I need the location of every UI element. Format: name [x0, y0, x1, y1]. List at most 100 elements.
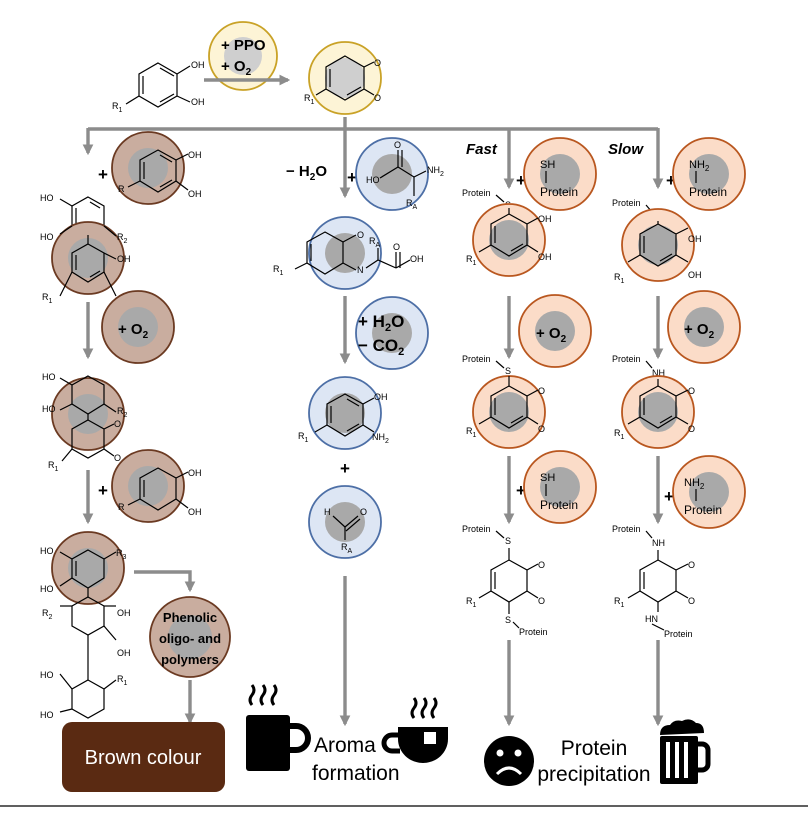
atom-ra: RA: [341, 542, 353, 555]
atom-o: O: [688, 386, 695, 396]
atom-ho: HO: [40, 670, 54, 680]
amine-catechol-molecule: Protein NH OH OH R1: [612, 198, 702, 285]
bis-amine-quinone-molecule: Protein NH O O R1 HN Protein: [612, 524, 695, 639]
atom-nh: NH: [652, 538, 665, 548]
atom-r: R: [118, 502, 125, 512]
atom-ho: HO: [40, 193, 54, 203]
atom-oh: OH: [688, 234, 702, 244]
atom-h: H: [324, 507, 331, 517]
atom-o: O: [374, 93, 381, 103]
phenolic-label: polymers: [161, 652, 219, 667]
o2-reagent-circle-fast: + O2: [518, 294, 592, 368]
sad-face-icon: [484, 736, 534, 786]
atom-ho: HO: [42, 404, 56, 414]
atom-r1: R1: [614, 428, 625, 441]
atom-r1: R1: [614, 272, 625, 285]
atom-o: O: [393, 242, 400, 252]
oxidized-dimer-molecule: HO HO R2 O O R1: [42, 372, 128, 473]
plus-sign: +: [666, 171, 676, 190]
amine-protein-reagent: NH2 Protein: [672, 137, 746, 211]
bis-thioether-quinone-molecule: Protein S O O R1 S Protein: [462, 524, 548, 637]
atom-oh: OH: [117, 254, 131, 264]
atom-r1: R1: [112, 101, 123, 114]
atom-oh: OH: [117, 648, 131, 658]
amine-quinone-molecule: Protein NH O O R1: [612, 354, 695, 449]
atom-oh: OH: [538, 252, 552, 262]
o2-label: + O2: [221, 58, 252, 78]
atom-ra: RA: [406, 198, 418, 211]
aldehyde-molecule: H O RA: [308, 485, 382, 559]
protein-label: Protein: [612, 524, 641, 534]
brown-catechol-reagent: OH OH R: [111, 131, 202, 205]
o2-label: + O2: [684, 321, 715, 341]
phenolic-polymers-circle: Phenolic oligo- and polymers: [149, 596, 231, 678]
atom-s: S: [505, 615, 511, 625]
protein-label: Protein: [689, 185, 727, 199]
steaming-mug-icon: [246, 684, 311, 771]
atom-r1: R1: [304, 93, 315, 106]
beer-mug-icon: [660, 719, 711, 784]
atom-r1: R1: [117, 674, 128, 687]
schiff-base-molecule: O N RA O OH R1: [273, 216, 424, 290]
tea-cup-icon: [381, 697, 448, 763]
atom-ho: HO: [40, 232, 54, 242]
atom-r1: R1: [466, 426, 477, 439]
atom-ho: HO: [40, 546, 54, 556]
atom-oh: OH: [188, 468, 202, 478]
atom-o: O: [538, 386, 545, 396]
precipitation-label: precipitation: [537, 763, 650, 786]
atom-ho: HO: [366, 175, 380, 185]
atom-nh2: NH2: [689, 159, 710, 173]
atom-oh: OH: [538, 214, 552, 224]
fast-label: Fast: [466, 141, 498, 158]
atom-o: O: [394, 140, 401, 150]
atom-o: O: [538, 596, 545, 606]
o2-reagent-circle-slow: + O2: [667, 290, 741, 364]
distribution-arrows: [82, 117, 664, 199]
atom-o: O: [114, 419, 121, 429]
atom-oh: OH: [188, 507, 202, 517]
plus-sign: +: [98, 165, 108, 184]
atom-oh: OH: [191, 60, 205, 70]
atom-ho: HO: [42, 372, 56, 382]
atom-r2: R2: [117, 232, 128, 245]
atom-oh: OH: [374, 392, 388, 402]
atom-r1: R1: [466, 254, 477, 267]
plus-sign: +: [340, 459, 350, 478]
plus-h2o-label: + H2O: [358, 312, 404, 334]
trimer-molecule: HO HO R3 R2 OH OH HO HO R1: [40, 531, 131, 720]
atom-oh: OH: [117, 608, 131, 618]
atom-o: O: [374, 58, 381, 68]
atom-r: R: [118, 184, 125, 194]
minus-h2o-label: − H2O: [286, 163, 327, 183]
plus-sign: +: [516, 171, 526, 190]
atom-oh: OH: [410, 254, 424, 264]
atom-o: O: [688, 560, 695, 570]
protein-label: Protein: [684, 503, 722, 517]
plus-sign: +: [98, 481, 108, 500]
brown-catechol-reagent-2: OH OH R: [111, 449, 202, 523]
slow-label: Slow: [608, 141, 644, 158]
protein-label: Protein: [612, 354, 641, 364]
phenolic-label: Phenolic: [163, 610, 217, 625]
atom-r1: R1: [48, 460, 59, 473]
atom-oh: OH: [188, 189, 202, 199]
atom-oh: OH: [688, 270, 702, 280]
atom-r2: R2: [117, 406, 128, 419]
aroma-label: Aroma: [314, 734, 376, 757]
protein-label: Protein: [664, 629, 693, 639]
atom-r1: R1: [42, 292, 53, 305]
atom-o: O: [357, 230, 364, 240]
plus-sign: +: [516, 481, 526, 500]
protein-label: Protein: [612, 198, 641, 208]
protein-label: Protein: [540, 185, 578, 199]
protein-label: Protein: [462, 524, 491, 534]
atom-sh: SH: [540, 472, 555, 484]
dimer-molecule: HO HO R2 OH OH R1: [40, 193, 131, 305]
thiol-protein-reagent-2: SH Protein: [523, 450, 597, 524]
atom-r1: R1: [614, 596, 625, 609]
ppo-label: + PPO: [221, 37, 266, 54]
h2o-co2-reagent-circle: + H2O − CO2: [355, 296, 429, 370]
aminophenol-molecule: OH NH2 R1: [298, 376, 389, 450]
